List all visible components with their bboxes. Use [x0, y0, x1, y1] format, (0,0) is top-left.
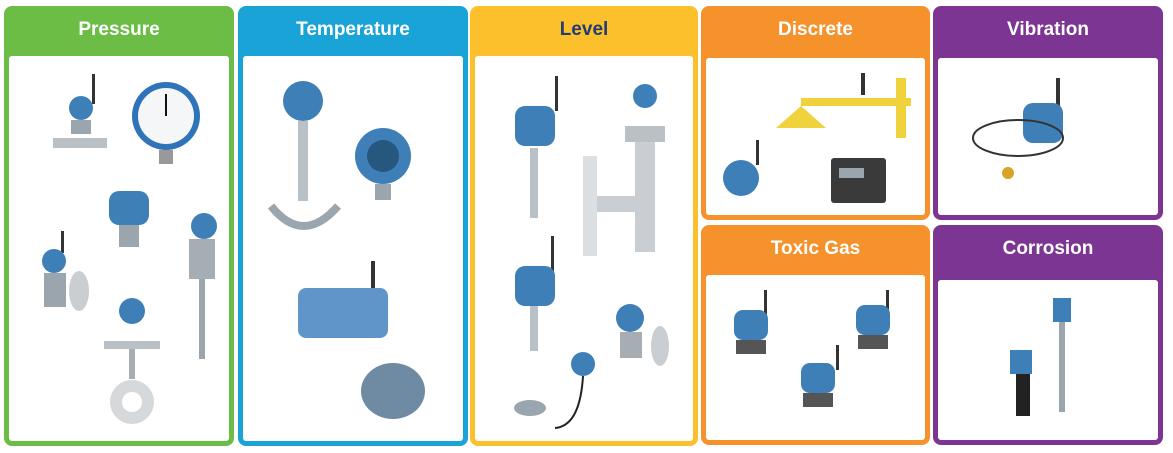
discrete-panel: Discrete — [701, 6, 930, 220]
toxic-gas-title: Toxic Gas — [770, 238, 861, 259]
discrete-devices-illustration — [723, 73, 911, 203]
toxic-gas-devices-illustration — [734, 290, 890, 407]
wireless-transmitter-icon — [734, 290, 768, 354]
toxic-gas-images — [706, 275, 925, 440]
pressure-images — [9, 56, 229, 441]
wireless-transmitter-icon — [104, 298, 160, 424]
wireless-transmitter-icon — [355, 128, 411, 200]
level-devices-illustration — [514, 76, 669, 429]
gateway-icon — [298, 261, 388, 338]
wireless-transmitter-icon — [514, 352, 595, 429]
temperature-title: Temperature — [296, 19, 410, 40]
level-title: Level — [559, 19, 609, 40]
pressure-panel: Pressure — [4, 6, 234, 446]
discrete-title: Discrete — [778, 19, 853, 40]
toxic-gas-panel: Toxic Gas — [701, 225, 930, 445]
vibration-devices-illustration — [972, 78, 1064, 179]
pressure-gauge-icon — [132, 82, 200, 164]
corrosion-title: Corrosion — [1002, 238, 1094, 259]
wireless-transmitter-icon — [53, 74, 107, 148]
wireless-transmitter-icon — [583, 84, 665, 256]
wireless-transmitter-icon — [1010, 350, 1032, 416]
temperature-panel: Temperature — [238, 6, 468, 446]
temperature-images — [243, 56, 463, 441]
wireless-transmitter-icon — [42, 231, 89, 311]
wireless-transmitter-icon — [616, 304, 669, 366]
pressure-devices-illustration — [42, 74, 217, 424]
corrosion-panel: Corrosion — [933, 225, 1163, 445]
corrosion-images — [938, 280, 1158, 440]
wireless-transmitter-icon — [361, 363, 425, 419]
wireless-transmitter-icon — [189, 213, 217, 359]
wireless-transmitter-icon — [267, 81, 342, 230]
discrete-images — [706, 58, 925, 215]
corrosion-devices-illustration — [1010, 298, 1071, 416]
wireless-transmitter-icon — [1053, 298, 1071, 412]
vibration-sensor-icon — [972, 78, 1064, 179]
vibration-panel: Vibration — [933, 6, 1163, 220]
wireless-transmitter-icon — [801, 345, 839, 407]
vibration-title: Vibration — [1007, 19, 1089, 40]
wireless-transmitter-icon — [856, 290, 890, 349]
temperature-devices-illustration — [267, 81, 425, 419]
safety-shower-icon — [776, 73, 911, 138]
gateway-icon — [831, 158, 886, 203]
level-images — [475, 56, 693, 441]
wireless-transmitter-icon — [723, 140, 759, 196]
pressure-title: Pressure — [78, 19, 160, 40]
vibration-images — [938, 58, 1158, 215]
wireless-transmitter-icon — [515, 236, 555, 351]
wireless-transmitter-icon — [515, 76, 558, 218]
wireless-transmitter-icon — [109, 191, 149, 247]
level-panel: Level — [470, 6, 698, 446]
